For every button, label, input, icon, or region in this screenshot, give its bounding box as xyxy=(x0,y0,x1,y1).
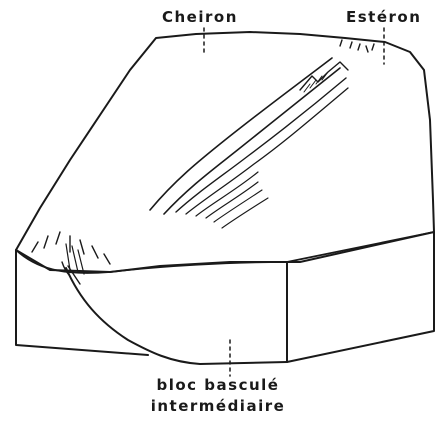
scarp-ticks xyxy=(32,232,110,274)
fault-lines xyxy=(150,58,348,228)
label-bloc-line-2: intermédiaire xyxy=(0,399,436,414)
tilted-block xyxy=(66,268,287,364)
edge-ticks xyxy=(340,40,374,52)
side-face xyxy=(287,232,434,362)
label-esteron: Estéron xyxy=(346,10,421,25)
label-bloc-bascule: bloc basculé intermédiaire xyxy=(0,378,436,414)
label-cheiron: Cheiron xyxy=(162,10,238,25)
label-bloc-line-1: bloc basculé xyxy=(0,378,436,393)
plateau-surface xyxy=(16,32,434,272)
